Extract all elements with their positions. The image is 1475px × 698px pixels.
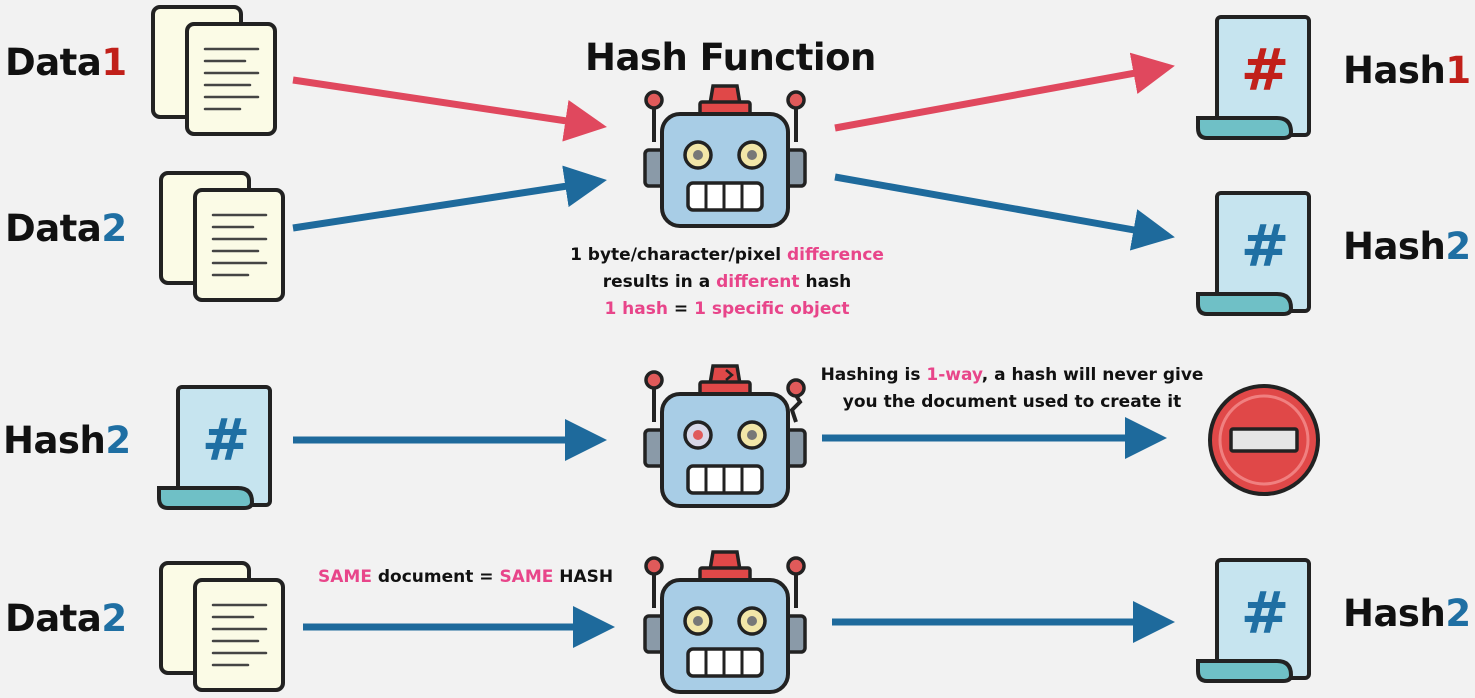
data2-row3-label: Data2: [5, 597, 127, 640]
hash2-row3-label: Hash2: [1343, 592, 1471, 635]
hash2-label: Hash2: [1343, 225, 1471, 268]
difference-note: 1 byte/character/pixel difference result…: [570, 245, 884, 319]
hash2-input-label: Hash2: [3, 419, 131, 462]
same-hash-note: SAME document = SAME HASH: [318, 567, 614, 587]
hash-symbol: #: [1241, 579, 1290, 647]
data2-label: Data2: [5, 207, 127, 250]
arrow-data2-to-hash-function: [292, 165, 607, 232]
arrow-hash-function-to-hash2: [834, 173, 1175, 251]
document-stack-icon: [159, 561, 285, 692]
one-way-note: Hashing is 1-way, a hash will never give…: [820, 365, 1204, 412]
arrow-hash-function-to-hash1: [834, 52, 1175, 132]
hash-document-icon: #: [1196, 191, 1311, 316]
robot-icon: [643, 550, 807, 694]
hash-symbol: #: [1241, 212, 1290, 280]
broken-robot-icon: [643, 364, 807, 508]
document-stack-icon: [159, 171, 285, 302]
no-entry-icon: [1208, 384, 1320, 496]
document-stack-icon: [151, 5, 277, 136]
hash1-label: Hash1: [1343, 49, 1471, 92]
hash-document-icon: #: [1196, 558, 1311, 683]
robot-icon: [643, 84, 807, 228]
arrow-data1-to-hash-function: [292, 76, 607, 142]
hash-document-icon: #: [1196, 15, 1311, 140]
data1-label: Data1: [5, 41, 127, 84]
hash-symbol: #: [1241, 36, 1290, 104]
diagram-title: Hash Function: [585, 36, 876, 79]
hash-document-icon: #: [157, 385, 272, 510]
hash-symbol: #: [202, 406, 251, 474]
